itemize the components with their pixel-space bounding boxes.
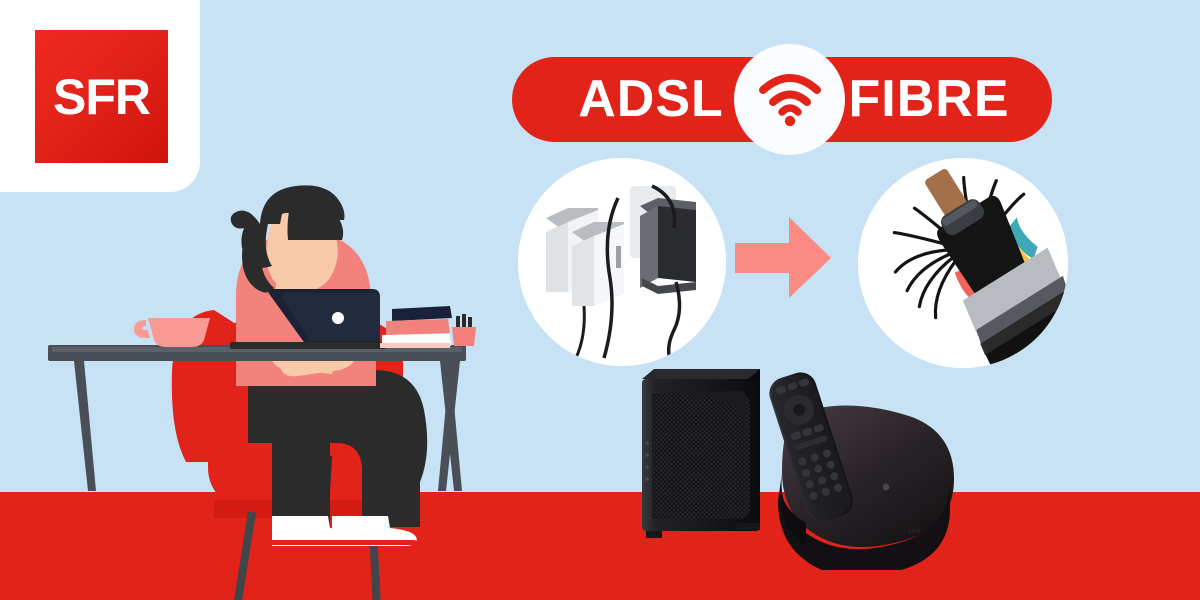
adsl-modem bbox=[640, 198, 696, 294]
banner-label-adsl: ADSL bbox=[578, 70, 724, 128]
sfr-logo-square: SFR bbox=[35, 30, 168, 163]
device-group: SFR bbox=[620, 355, 1000, 570]
pen-cup bbox=[452, 314, 476, 346]
adsl-equipment-circle bbox=[518, 158, 726, 366]
banner-label-fibre: FIBRE bbox=[848, 70, 1010, 128]
modem-router-device bbox=[642, 369, 760, 538]
sfr-logo-text: SFR bbox=[53, 68, 151, 125]
wifi-badge bbox=[734, 44, 845, 155]
background-floor bbox=[0, 492, 1200, 600]
fibre-cable-circle bbox=[858, 158, 1068, 368]
sfr-logo-panel: SFR bbox=[0, 0, 200, 192]
svg-text:SFR: SFR bbox=[908, 529, 921, 535]
adsl-filter-front bbox=[572, 222, 624, 306]
laptop bbox=[230, 289, 386, 349]
adsl-fibre-banner: ADSL FIBRE bbox=[512, 44, 1052, 155]
arrow-right-icon bbox=[733, 215, 833, 300]
wifi-icon bbox=[758, 73, 821, 126]
shoe-right bbox=[332, 516, 422, 546]
book-stack bbox=[380, 306, 452, 348]
coffee-cup bbox=[134, 318, 210, 347]
remote-control-device bbox=[769, 372, 854, 522]
